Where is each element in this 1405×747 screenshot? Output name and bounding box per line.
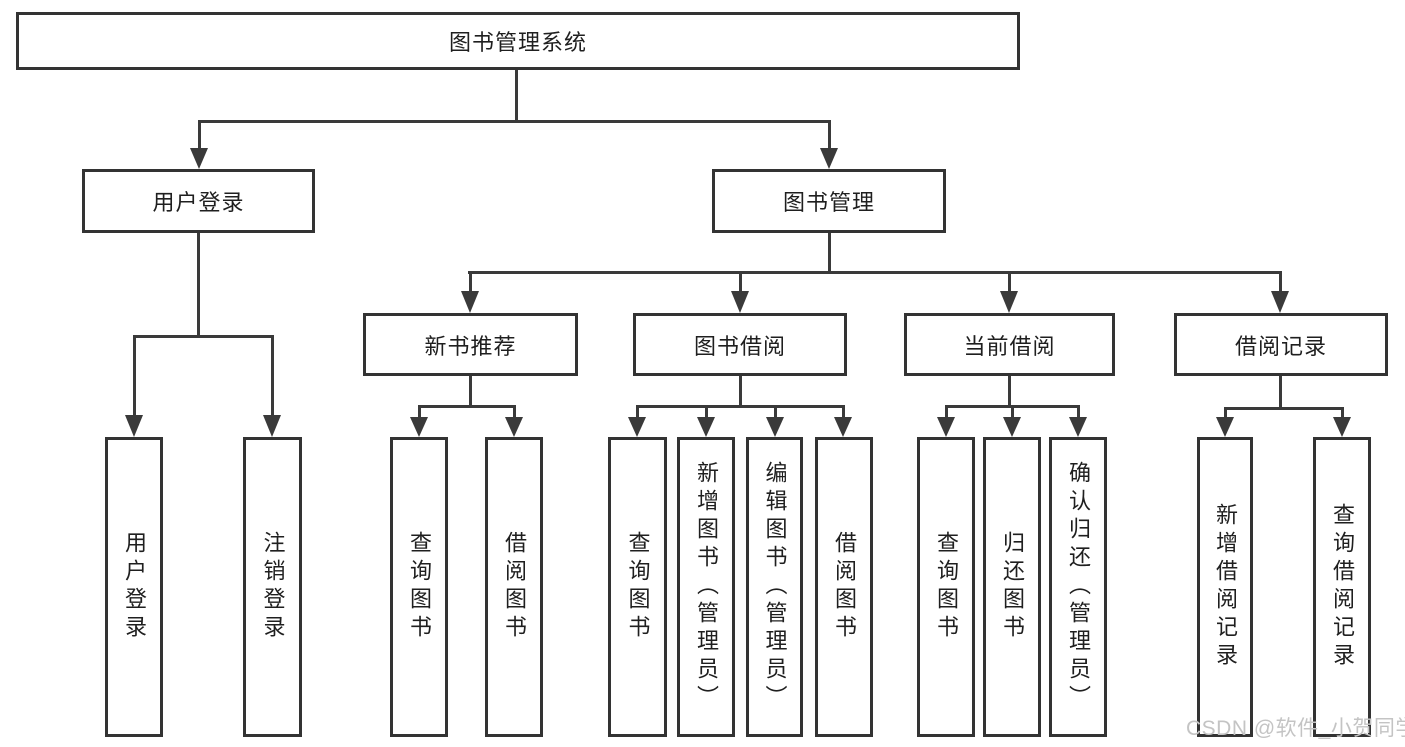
arrow-down-icon [461,291,479,313]
connector-level2-bus [198,120,831,123]
arrow-down-icon [937,417,955,437]
leaf-query-books-current: 查询图书 [917,437,975,737]
connector-stem [774,408,777,419]
arrow-down-icon [190,148,208,169]
leaf-query-books-borrowing: 查询图书 [608,437,667,737]
connector-stem-book-management [828,123,831,150]
connector-stem-user-login [198,123,201,150]
leaf-label: 借阅图书 [502,531,527,643]
leaf-query-borrow-record: 查询借阅记录 [1313,437,1371,737]
node-borrowing-records: 借阅记录 [1174,313,1388,376]
node-new-book-recommend: 新书推荐 [363,313,578,376]
leaf-borrow-books-recommend: 借阅图书 [485,437,543,737]
node-root: 图书管理系统 [16,12,1020,70]
leaf-label: 用户登录 [122,531,147,643]
connector-stem [636,408,639,419]
node-book-borrowing: 图书借阅 [633,313,847,376]
connector-current-borrowing-bus [945,405,1080,408]
arrow-down-icon [1271,291,1289,313]
arrow-down-icon [628,417,646,437]
leaf-label: 查询图书 [934,531,959,643]
connector-borrowing-records-drop [1279,376,1282,407]
connector-borrowing-records-bus [1224,407,1344,410]
connector-book-borrowing-bus [636,405,845,408]
leaf-label: 确认归还（管理员） [1066,461,1091,713]
arrow-down-icon [820,148,838,169]
leaf-add-borrow-record: 新增借阅记录 [1197,437,1253,737]
connector-stem [945,408,948,419]
connector-book-management-drop [828,233,831,271]
arrow-down-icon [697,417,715,437]
connector-stem [705,408,708,419]
arrow-down-icon [1003,417,1021,437]
leaf-label: 查询借阅记录 [1330,503,1355,671]
connector-stem [513,408,516,419]
connector-stem-book-borrowing [739,274,742,293]
connector-new-book-bus [418,405,516,408]
arrow-down-icon [410,417,428,437]
arrow-down-icon [731,291,749,313]
connector-stem [1077,408,1080,419]
leaf-edit-books-admin: 编辑图书（管理员） [746,437,803,737]
connector-stem [842,408,845,419]
leaf-label: 新增借阅记录 [1213,503,1238,671]
watermark: CSDN @软件_小贺同学 [1186,717,1405,740]
connector-book-borrowing-drop [739,376,742,405]
leaf-confirm-return-admin: 确认归还（管理员） [1049,437,1107,737]
connector-stem-borrowing-records [1279,274,1282,293]
leaf-add-books-admin: 新增图书（管理员） [677,437,735,737]
connector-root-drop [515,70,518,123]
leaf-label: 注销登录 [260,531,286,643]
arrow-down-icon [834,417,852,437]
arrow-down-icon [1000,291,1018,313]
connector-level3-bus [468,271,1282,274]
leaf-label: 查询图书 [407,531,432,643]
connector-stem-leaf-login [133,338,136,416]
connector-stem [1224,410,1227,419]
connector-user-login-drop [197,233,200,335]
connector-stem-leaf-logout [271,338,274,416]
connector-stem [1011,408,1014,419]
leaf-query-books-recommend: 查询图书 [390,437,448,737]
node-user-login: 用户登录 [82,169,315,233]
arrow-down-icon [125,415,143,437]
arrow-down-icon [263,415,281,437]
connector-stem [418,408,421,419]
connector-stem-new-book [469,274,472,293]
leaf-label: 查询图书 [625,531,651,643]
connector-user-login-bus [133,335,274,338]
leaf-borrow-books-borrowing: 借阅图书 [815,437,873,737]
arrow-down-icon [1069,417,1087,437]
leaf-label: 借阅图书 [832,531,857,643]
leaf-return-books: 归还图书 [983,437,1041,737]
arrow-down-icon [1333,417,1351,437]
leaf-user-login: 用户登录 [105,437,163,737]
connector-stem-current-borrowing [1008,274,1011,293]
leaf-label: 编辑图书（管理员） [762,461,788,713]
arrow-down-icon [766,417,784,437]
leaf-label: 新增图书（管理员） [694,461,719,713]
connector-new-book-drop [469,376,472,405]
leaf-label: 归还图书 [1000,531,1025,643]
leaf-logout: 注销登录 [243,437,302,737]
arrow-down-icon [1216,417,1234,437]
node-current-borrowing: 当前借阅 [904,313,1115,376]
node-book-management: 图书管理 [712,169,946,233]
connector-stem [1341,410,1344,419]
arrow-down-icon [505,417,523,437]
connector-current-borrowing-drop [1008,376,1011,405]
